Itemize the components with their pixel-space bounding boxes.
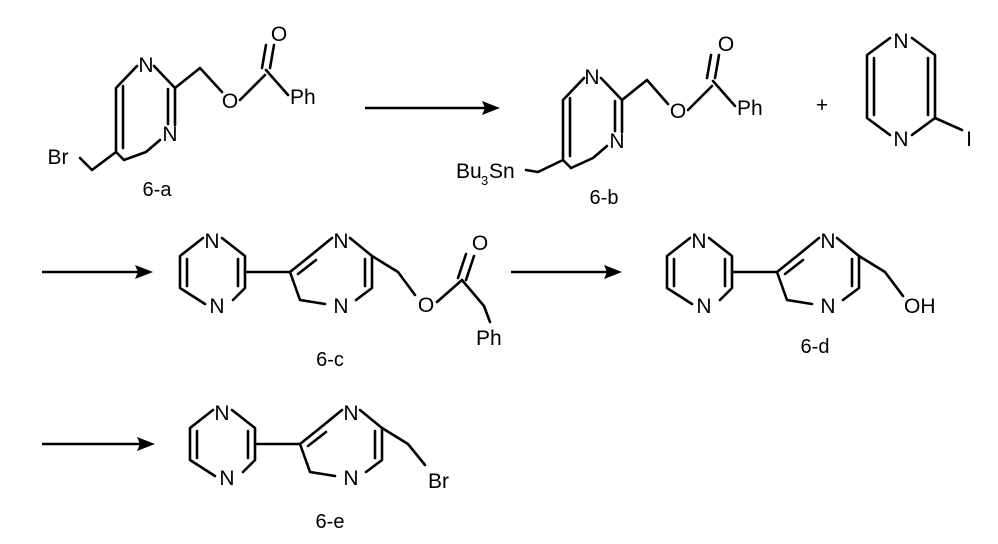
carbonyl-oxygen-atom: O [271, 23, 287, 46]
compound-label-6-a: 6-a [143, 179, 173, 201]
compound-6-a: N N O O Ph Br 6-a [48, 23, 316, 201]
reaction-arrow-1 [365, 101, 500, 115]
pyrimidine-nitrogen-n1: N [333, 230, 348, 253]
pyrazine-nitrogen-n4: N [696, 295, 711, 318]
compound-6-e: N N N N Br 6-e [190, 402, 449, 533]
compound-6-c: N N N N O O Ph 6-c [180, 230, 502, 371]
tin-label-suffix: Sn [489, 160, 515, 183]
compound-6-b: N N O O Ph Bu 3 Sn 6-b [456, 33, 763, 209]
nitrogen-atom-n1: N [584, 66, 599, 89]
pyrazine-nitrogen-n1: N [691, 230, 706, 253]
pyrimidine-nitrogen-n3: N [820, 295, 835, 318]
pyrazine-nitrogen-n4: N [209, 295, 224, 318]
compound-iodopyrazine: N N I [867, 30, 972, 151]
nitrogen-atom-n3: N [162, 123, 177, 146]
compound-label-6-e: 6-e [316, 511, 345, 533]
compound-6-d: N N N N OH 6-d [667, 230, 936, 358]
pyrimidine-nitrogen-n1: N [343, 402, 358, 425]
plus-sign: + [816, 94, 828, 117]
tin-label-subscript: 3 [481, 173, 488, 188]
carbonyl-oxygen-atom: O [718, 33, 734, 56]
phenyl-group-label: Ph [476, 327, 502, 350]
phenyl-group-label: Ph [737, 97, 763, 120]
pyrazine-nitrogen-n4: N [219, 467, 234, 490]
pyrimidine-nitrogen-n1: N [820, 230, 835, 253]
bromine-atom: Br [48, 146, 69, 169]
iodine-atom: I [966, 128, 972, 151]
ester-oxygen-atom: O [670, 100, 686, 123]
pyrazine-nitrogen-n1: N [214, 402, 229, 425]
nitrogen-atom-n4: N [893, 128, 908, 151]
reaction-arrow-2 [42, 265, 153, 279]
carbonyl-oxygen-atom: O [472, 232, 488, 255]
hydroxyl-group-label: OH [904, 295, 936, 318]
reaction-arrow-3 [511, 265, 622, 279]
compound-label-6-b: 6-b [590, 187, 619, 209]
phenyl-group-label: Ph [290, 86, 316, 109]
ester-oxygen-atom: O [222, 90, 238, 113]
nitrogen-atom-n1: N [138, 54, 153, 77]
compound-label-6-c: 6-c [316, 349, 344, 371]
pyrimidine-nitrogen-n3: N [333, 295, 348, 318]
nitrogen-atom-n1: N [893, 30, 908, 53]
pyrazine-nitrogen-n1: N [204, 230, 219, 253]
tributyltin-group-label: Bu 3 Sn [456, 160, 515, 188]
tin-label-prefix: Bu [456, 160, 482, 183]
ester-oxygen-atom: O [418, 294, 434, 317]
pyrimidine-nitrogen-n3: N [343, 467, 358, 490]
reaction-arrow-4 [42, 437, 155, 451]
compound-label-6-d: 6-d [801, 336, 830, 358]
bromine-atom: Br [428, 470, 449, 493]
nitrogen-atom-n3: N [609, 130, 624, 153]
